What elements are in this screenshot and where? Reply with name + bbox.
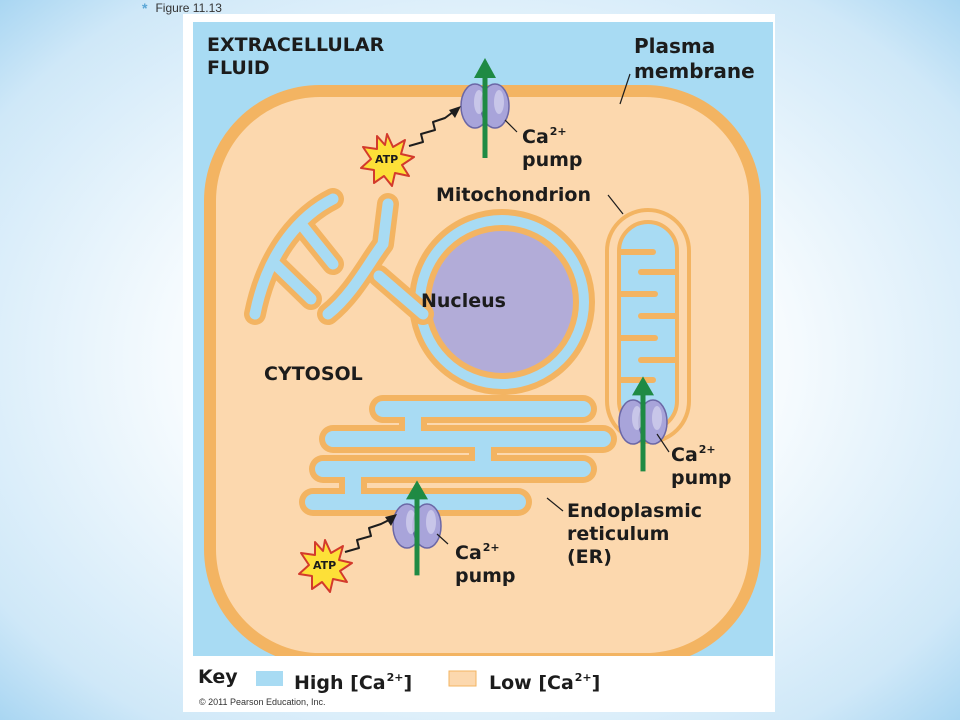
- pump-mito-word: pump: [671, 467, 732, 489]
- energy-arrowhead-top: [449, 106, 461, 118]
- cell-diagram: [193, 22, 773, 696]
- mitochondrion-label: Mitochondrion: [436, 184, 591, 206]
- bullet-icon: *: [142, 0, 148, 16]
- leader-lines: [436, 73, 670, 545]
- extracellular-label: EXTRACELLULAR FLUID: [207, 34, 384, 80]
- key-swatch-low: [448, 670, 477, 687]
- figure-panel: EXTRACELLULAR FLUID Plasma membrane Ca2+…: [183, 14, 775, 712]
- key-high-prefix: High [Ca: [294, 672, 386, 694]
- slide-caption: * Figure 11.13: [142, 0, 222, 16]
- pump-er-charge: 2+: [482, 541, 500, 554]
- energy-zigzag-bottom: [344, 519, 390, 553]
- figure-caption: Figure 11.13: [155, 1, 222, 15]
- pump-label-mito: Ca2+ pump: [671, 438, 732, 490]
- pump-mito-charge: 2+: [698, 443, 716, 456]
- key-high-label: High [Ca2+]: [294, 666, 412, 695]
- plasma-line2: membrane: [634, 59, 755, 83]
- pump-er-word: pump: [455, 565, 516, 587]
- key-low-prefix: Low [Ca: [489, 672, 574, 694]
- pump-mito-ion: Ca2+: [671, 438, 732, 467]
- pump-top-ion-text: Ca: [522, 126, 549, 148]
- extracellular-line1: EXTRACELLULAR: [207, 34, 385, 56]
- plasma-line1: Plasma: [634, 34, 716, 58]
- er-line3: (ER): [567, 546, 612, 568]
- key-swatch-high: [256, 671, 283, 686]
- copyright-notice: © 2011 Pearson Education, Inc.: [199, 697, 326, 707]
- er-line1: Endoplasmic: [567, 500, 702, 522]
- pump-top-word: pump: [522, 149, 583, 171]
- atp-label-top: ATP: [375, 153, 399, 166]
- cytosol-label: CYTOSOL: [264, 363, 363, 385]
- pump-label-top: Ca2+ pump: [522, 120, 583, 172]
- pump-er-ion-text: Ca: [455, 542, 482, 564]
- er-label: Endoplasmic reticulum (ER): [567, 500, 702, 569]
- pump-label-er: Ca2+ pump: [455, 536, 516, 588]
- pump-top-ion: Ca2+: [522, 120, 583, 149]
- extracellular-line2: FLUID: [207, 57, 270, 79]
- key-low-charge: 2+: [574, 671, 592, 684]
- key-low-suffix: ]: [591, 672, 601, 694]
- nucleus: [425, 225, 579, 379]
- er-line2: reticulum: [567, 523, 670, 545]
- atp-label-bottom: ATP: [313, 559, 337, 572]
- energy-arrowhead-bottom: [385, 514, 397, 526]
- key-high-suffix: ]: [403, 672, 413, 694]
- key-high-charge: 2+: [386, 671, 404, 684]
- pump-top-charge: 2+: [549, 125, 567, 138]
- key-title: Key: [198, 666, 238, 688]
- key-low-label: Low [Ca2+]: [489, 666, 600, 695]
- key-bar: [193, 656, 773, 696]
- tubular-er: [244, 188, 434, 325]
- energy-zigzag-top: [408, 111, 454, 147]
- pump-er-ion: Ca2+: [455, 536, 516, 565]
- nucleus-label: Nucleus: [421, 290, 506, 312]
- pump-mito-ion-text: Ca: [671, 444, 698, 466]
- plasma-membrane-label: Plasma membrane: [634, 34, 755, 84]
- cristae: [618, 249, 678, 383]
